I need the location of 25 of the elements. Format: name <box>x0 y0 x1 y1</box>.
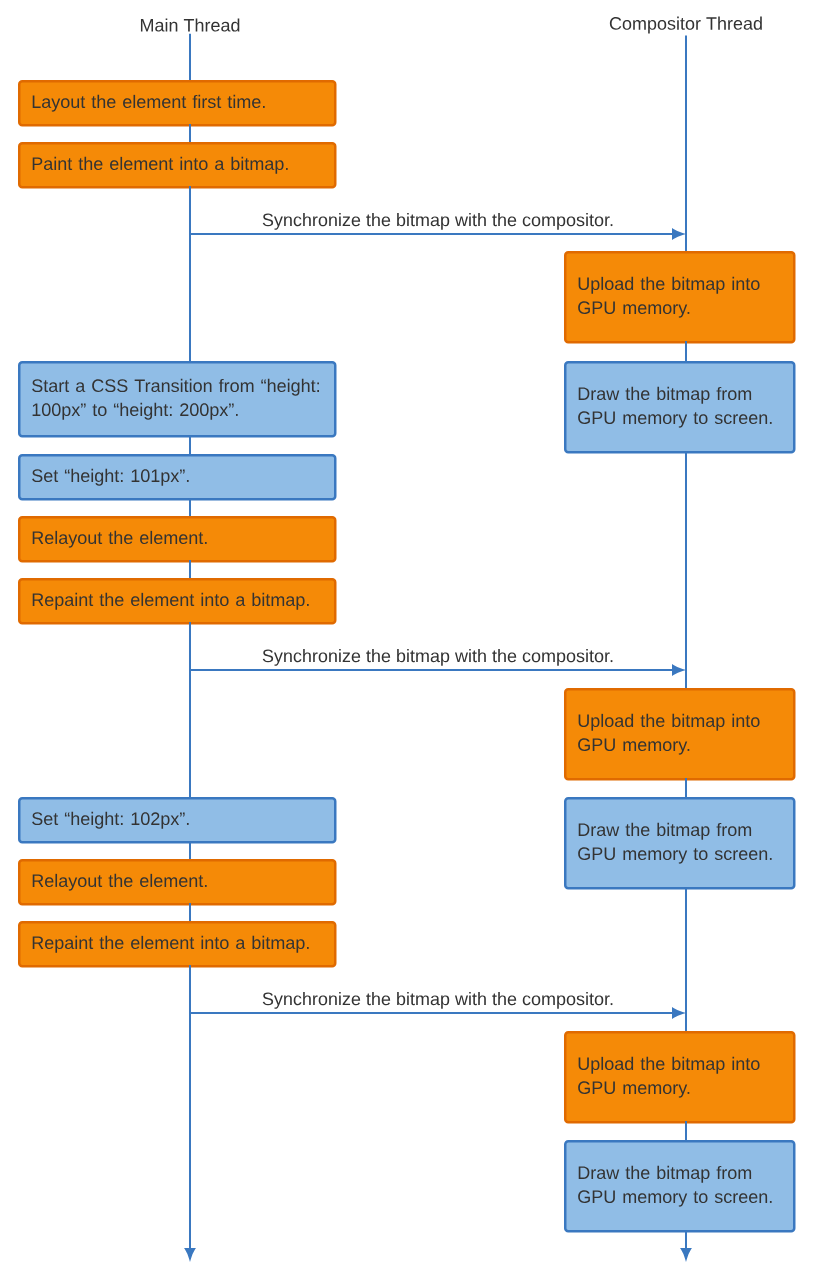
process-box: Upload the bitmap into GPU memory. <box>564 1031 796 1124</box>
arrow <box>189 964 684 1019</box>
arrow <box>189 185 684 240</box>
process-box: Draw the bitmap from GPU memory to screen. <box>564 1140 796 1233</box>
edge-label: Synchronize the bitmap with the compositor. <box>260 991 616 1010</box>
process-box: Relayout the element. <box>18 516 337 563</box>
lifeline-arrow <box>184 32 196 1260</box>
process-box: Upload the bitmap into GPU memory. <box>564 688 796 781</box>
process-box: Relayout the element. <box>18 859 337 906</box>
process-box: Repaint the element into a bitmap. <box>18 578 337 625</box>
process-box: Draw the bitmap from GPU memory to screen. <box>564 797 796 890</box>
edge-label: Synchronize the bitmap with the compositor. <box>260 648 616 667</box>
process-box: Draw the bitmap from GPU memory to screen. <box>564 361 796 454</box>
process-box: Layout the element first time. <box>18 80 337 127</box>
thread-heading: Compositor Thread <box>609 16 762 34</box>
edge-label: Synchronize the bitmap with the compositor. <box>260 212 616 231</box>
process-box: Upload the bitmap into GPU memory. <box>564 251 796 344</box>
process-box: Set “height: 102px”. <box>18 797 337 844</box>
process-box: Set “height: 101px”. <box>18 454 337 501</box>
lifeline-arrow <box>680 34 692 1260</box>
process-box: Paint the element into a bitmap. <box>18 142 337 189</box>
process-box: Start a CSS Transition from “height: 100px” to “height: 200px”. <box>18 361 337 438</box>
process-box: Repaint the element into a bitmap. <box>18 921 337 968</box>
thread-heading: Main Thread <box>140 18 240 32</box>
arrow <box>189 621 684 676</box>
